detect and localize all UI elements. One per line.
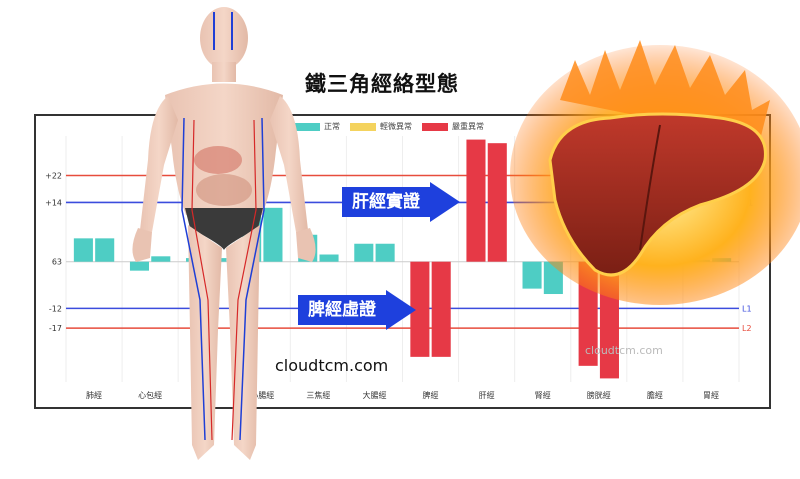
bar [242, 207, 262, 262]
reference-line-label: H1 [742, 198, 753, 207]
bar [207, 258, 227, 262]
chart-legend: 正常 輕微異常 嚴重異常 [294, 121, 484, 132]
bar [690, 259, 710, 262]
bar [431, 261, 451, 357]
legend-item-mild: 輕微異常 [350, 121, 412, 132]
page-title: 鐵三角經絡型態 [305, 72, 459, 96]
x-tick-label: 心經 [198, 390, 214, 400]
bar [655, 234, 676, 262]
reference-line-label: L1 [742, 304, 752, 313]
legend-label-normal: 正常 [324, 122, 340, 131]
legend-swatch-normal [294, 122, 320, 131]
bar [263, 207, 283, 262]
bar [522, 261, 542, 289]
meridian-bar-chart: +22 H2 +14 H1 63 -12 L1 -17 L2 肺經 心包經 心經 小腸經 三焦經 大腸經 脾經… [45, 136, 753, 400]
bar [599, 261, 619, 379]
x-tick-label: 大腸經 [362, 390, 386, 400]
x-tick-label: 胃經 [703, 390, 719, 400]
liver-excess-label: 肝經實證 [342, 187, 430, 217]
spleen-deficiency-callout: 脾經虛證 [298, 290, 416, 330]
y-tick-label: +14 [45, 198, 62, 207]
bar [712, 258, 732, 262]
legend-item-severe: 嚴重異常 [422, 121, 484, 132]
spleen-deficiency-label: 脾經虛證 [298, 295, 386, 325]
x-tick-label: 肝經 [479, 390, 495, 400]
bar [634, 261, 654, 264]
y-tick-label: -17 [49, 324, 62, 333]
legend-swatch-mild [350, 122, 376, 131]
bar [298, 234, 318, 262]
legend-label-severe: 嚴重異常 [452, 122, 484, 131]
reference-line-label: L2 [742, 324, 752, 333]
bar [73, 238, 93, 262]
x-tick-label: 三焦經 [306, 390, 330, 400]
legend-label-mild: 輕微異常 [380, 122, 412, 131]
bar [129, 261, 150, 271]
bar [410, 261, 430, 357]
x-tick-label: 肺經 [86, 390, 102, 400]
liver-excess-callout: 肝經實證 [342, 182, 460, 222]
x-tick-label: 心包經 [138, 390, 162, 400]
bar [466, 139, 486, 262]
reference-line-label: H2 [742, 172, 753, 181]
x-tick-label: 小腸經 [250, 390, 274, 400]
bar [151, 256, 171, 262]
arrow-right-icon [386, 290, 416, 330]
bar [95, 238, 115, 262]
chart-frame: +22 H2 +14 H1 63 -12 L1 -17 L2 肺經 心包經 心經 小腸經 三焦經 大腸經 脾經… [34, 114, 771, 409]
bar [186, 258, 206, 262]
x-tick-label: 腎經 [535, 390, 551, 400]
bar [487, 143, 507, 262]
site-watermark: cloudtcm.com [275, 356, 389, 375]
y-tick-label: 63 [52, 258, 62, 267]
bar [319, 254, 339, 262]
faint-watermark: cloudtcm.com [585, 344, 663, 357]
bar [375, 243, 395, 262]
y-tick-label: -12 [49, 304, 62, 313]
legend-swatch-severe [422, 122, 448, 131]
x-tick-label: 膽經 [647, 390, 663, 400]
bar [354, 243, 374, 262]
x-tick-label: 膀胱經 [587, 390, 611, 400]
x-tick-label: 脾經 [423, 390, 439, 400]
y-tick-label: +22 [45, 172, 62, 181]
legend-item-normal: 正常 [294, 121, 340, 132]
arrow-right-icon [430, 182, 460, 222]
bar [543, 261, 563, 295]
